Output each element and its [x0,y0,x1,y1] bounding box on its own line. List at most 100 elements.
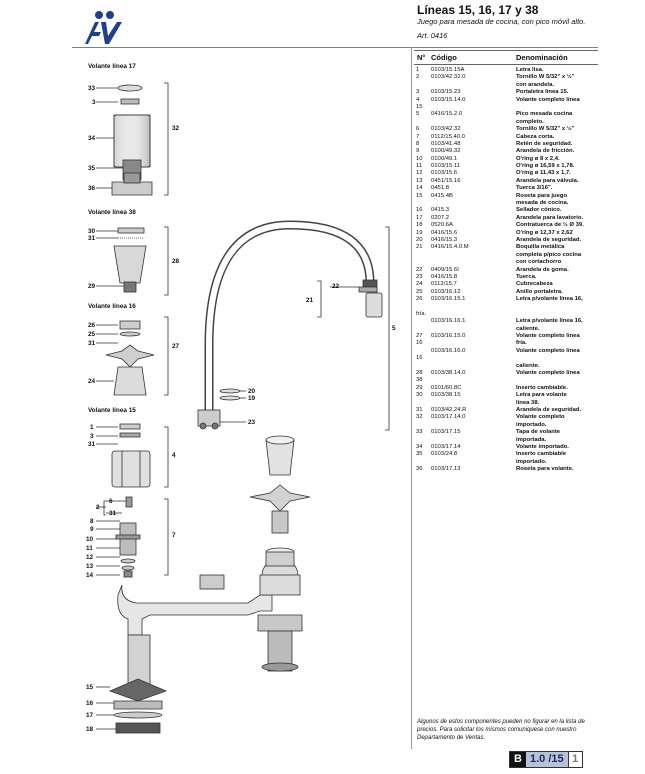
header-rule [72,47,598,48]
row-description: con arandela. [516,81,554,88]
row-description: O'ring ø 12,37 x 2,62 [516,229,573,236]
part-24 [113,366,147,396]
row-description: Contratuerca de ½ Ø 39. [516,222,584,229]
row-code: 0103/16.15.0 [431,333,466,340]
table-row: completo. [414,119,598,126]
row-number: 18 [416,222,423,229]
page-section-letter: B [510,752,526,767]
row-code: 0100/49.32 [431,148,461,155]
callout-8: 8 [90,518,94,525]
row-number: 24 [416,281,423,288]
part-6 [125,496,133,508]
row-description: línea 38. [516,399,540,406]
row-code: 0103/17.14.0 [431,414,466,421]
callout-18: 18 [86,726,94,733]
table-row: 27 0103/16.15.0 Volante completo línea [414,333,598,340]
bracket-28 [164,226,169,296]
part-18 [115,722,161,734]
callout-1: 1 [90,424,94,431]
row-description: Letra lisa. [516,67,544,73]
fv-logo: fv [85,11,122,45]
part-19 [219,395,241,401]
row-number: 4 [416,96,420,103]
part-36-neck [123,172,141,184]
callout-35: 35 [88,165,96,172]
row-description: Portaletra línea 15. [516,89,569,96]
bracket-7 [164,498,169,576]
row-description: Tuerca. [516,273,537,280]
row-number: fría. [416,310,427,317]
part-29 [123,281,137,293]
row-code: 0101/60.8C [431,384,462,391]
part-4 [111,450,151,488]
rosette-right [257,614,303,632]
row-description: Letra para volante [516,392,567,399]
bracket-4 [164,426,169,488]
row-code: 0416/15.2.0 [431,111,463,118]
row-number: 27 [416,333,423,340]
row-code: 0103/15.14.0 [431,96,466,103]
part-1 [119,423,141,430]
row-description: caliente. [516,362,540,369]
section-line-17: Volante línea 17 [88,63,136,70]
row-code: 0103/42.24.R [431,406,467,413]
row-description: Volante importado. [516,443,569,450]
row-code: 0112/15.40.0 [431,133,465,140]
row-code: 0103/16.15.1 [431,296,466,303]
row-description: Inserto cambiable [516,451,567,458]
article-number: Art. 0416 [417,31,448,40]
row-code: 0103/15.15A [431,67,465,73]
exploded-diagram: Volante línea 17 Volante línea 38 Volant… [80,55,405,745]
row-description: Roseta para volante. [516,466,574,473]
row-description: Tuerca 3/16". [516,185,553,192]
callout-22: 22 [332,283,340,290]
row-code: 0103/16.12 [431,288,461,295]
header-code: Código [431,53,457,62]
row-number: 22 [416,266,423,273]
row-code: 0103/17.15 [431,429,461,436]
row-description: Volante completo línea [516,333,580,340]
row-description: con cortachorro [516,259,562,266]
right-cross-handle [249,484,311,512]
table-row [414,304,598,311]
callout-21: 21 [306,297,314,304]
row-number: 10 [416,155,423,162]
row-description: Pico mesada cocina [516,111,573,118]
part-23 [197,409,221,427]
section-line-16: Volante línea 16 [88,303,136,310]
callout-12: 12 [86,554,94,561]
row-description: completo. [516,118,544,125]
callout-24: 24 [88,378,96,385]
row-description: mesada de cocina. [516,200,569,207]
row-number: 16 [416,355,423,362]
row-description: Volante completo línea [516,96,580,103]
row-description: Volante completo [516,414,565,421]
row-number: 34 [416,443,423,450]
row-number: 8 [416,140,420,147]
table-row: 16 [414,355,598,362]
row-number: 32 [416,414,423,421]
row-code: 0451.8 [431,185,450,192]
page-tag: B 1.0 /15 1 [509,751,583,768]
row-description: Arandela para lavatorio. [516,214,584,221]
table-row: importada. [414,437,598,444]
